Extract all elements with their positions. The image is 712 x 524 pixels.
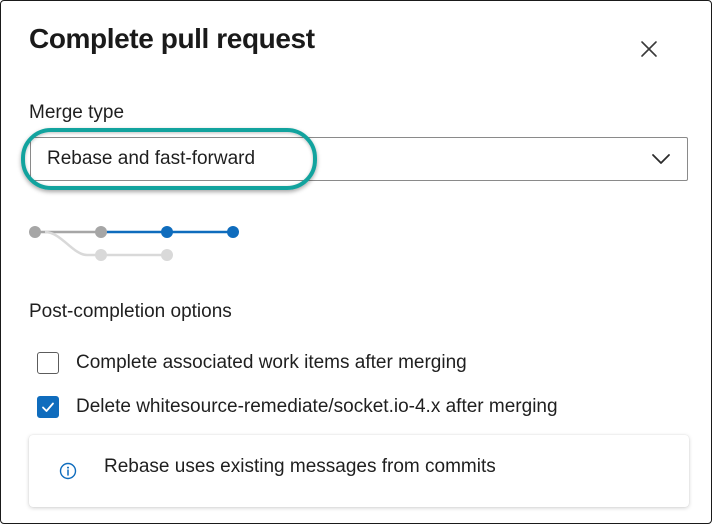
post-completion-heading: Post-completion options (29, 301, 232, 322)
delete-branch-label: Delete whitesource-remediate/socket.io-4… (76, 396, 558, 417)
complete-work-items-option[interactable]: Complete associated work items after mer… (37, 350, 467, 376)
close-icon (641, 41, 657, 57)
chevron-down-icon (652, 154, 670, 164)
checkmark-icon (42, 402, 54, 412)
info-icon (59, 462, 77, 480)
complete-work-items-label: Complete associated work items after mer… (76, 352, 467, 373)
merge-type-dropdown[interactable]: Rebase and fast-forward (30, 137, 688, 181)
delete-branch-option[interactable]: Delete whitesource-remediate/socket.io-4… (37, 394, 558, 420)
merge-type-label: Merge type (29, 102, 125, 123)
info-message-bar: Rebase uses existing messages from commi… (29, 435, 689, 507)
delete-branch-checkbox[interactable] (37, 396, 59, 418)
rebase-graph-illustration (29, 226, 239, 261)
dialog-title: Complete pull request (29, 23, 315, 54)
merge-type-selected-value: Rebase and fast-forward (47, 148, 256, 169)
info-message-text: Rebase uses existing messages from commi… (104, 456, 496, 477)
complete-work-items-checkbox[interactable] (37, 352, 59, 374)
close-button[interactable] (637, 37, 661, 61)
